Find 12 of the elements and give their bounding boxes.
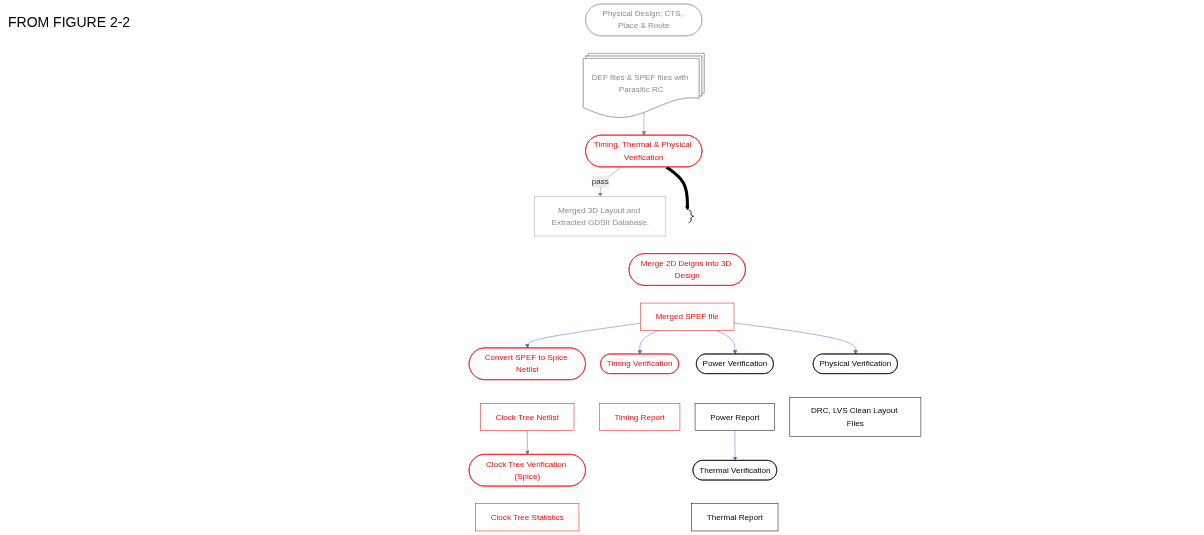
node-box: Power Report xyxy=(694,403,775,431)
node-box: Timing Report xyxy=(599,403,681,431)
edge-label: pass xyxy=(591,177,609,186)
node-box: Clock Tree Netlist xyxy=(480,403,575,431)
note-text: FROM FIGURE 2-2 xyxy=(8,14,132,30)
node-box: DRC, LVS Clean Layout Files xyxy=(789,397,922,437)
node-bracket xyxy=(688,209,694,223)
node-box: Thermal Report xyxy=(691,503,779,532)
arrow xyxy=(665,165,690,211)
node-box: Merged SPEF file xyxy=(640,302,735,331)
node-box: Merged 3D Layout and Extracted GDSII Database. xyxy=(534,196,667,237)
node-box: Clock Tree Statistics xyxy=(475,503,580,532)
